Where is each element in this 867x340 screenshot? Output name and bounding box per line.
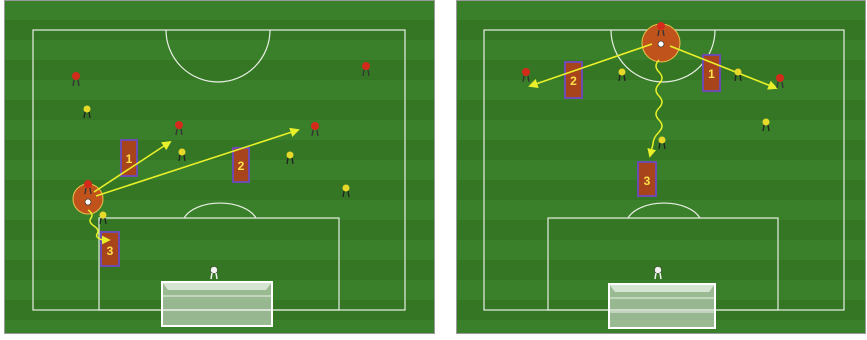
pass-zone-1: 1 [121, 140, 137, 176]
zone-label: 2 [570, 74, 577, 88]
zone-label: 2 [238, 159, 245, 173]
goal-net [609, 284, 715, 328]
dribble-zone-3: 3 [101, 232, 119, 266]
zone-label: 3 [644, 174, 651, 188]
left-diagram-panel: 1 2 3 [4, 0, 435, 334]
zone-label: 1 [126, 152, 133, 166]
dribble-zone-3: 3 [638, 162, 656, 196]
ball-icon [658, 41, 664, 47]
ball-icon [85, 199, 91, 205]
right-diagram-panel: 2 1 3 [456, 0, 866, 334]
zone-label: 1 [708, 67, 715, 81]
goal-net [162, 282, 272, 326]
pass-zone-2: 2 [565, 62, 582, 98]
pass-zone-2: 2 [233, 148, 249, 182]
zone-label: 3 [107, 244, 114, 258]
left-pitch-diagram: 1 2 3 [4, 0, 435, 334]
right-pitch-diagram: 2 1 3 [456, 0, 866, 334]
